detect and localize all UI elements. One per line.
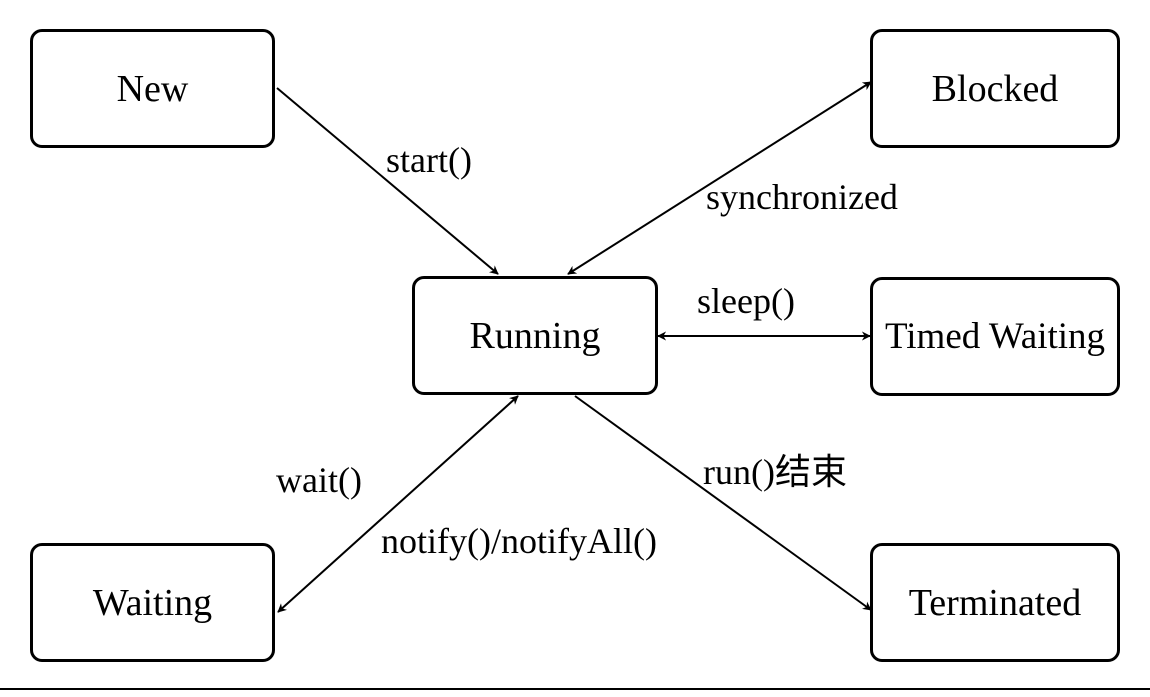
state-waiting: Waiting [30,543,275,662]
label-start: start() [386,140,472,180]
arrow-running-to-terminated [574,395,872,611]
state-terminated: Terminated [870,543,1120,662]
label-notify: notify()/notifyAll() [381,521,657,561]
bottom-rule [0,688,1150,690]
label-wait: wait() [276,460,362,500]
label-synchronized: synchronized [706,177,898,217]
state-running: Running [412,276,658,395]
arrow-running-blocked [567,81,872,275]
state-blocked: Blocked [870,29,1120,148]
state-timed-waiting: Timed Waiting [870,277,1120,396]
state-new: New [30,29,275,148]
arrow-running-waiting [277,395,519,613]
label-sleep: sleep() [697,281,795,321]
label-run-end: run()结束 [703,452,847,492]
arrow-new-to-running [276,87,499,275]
